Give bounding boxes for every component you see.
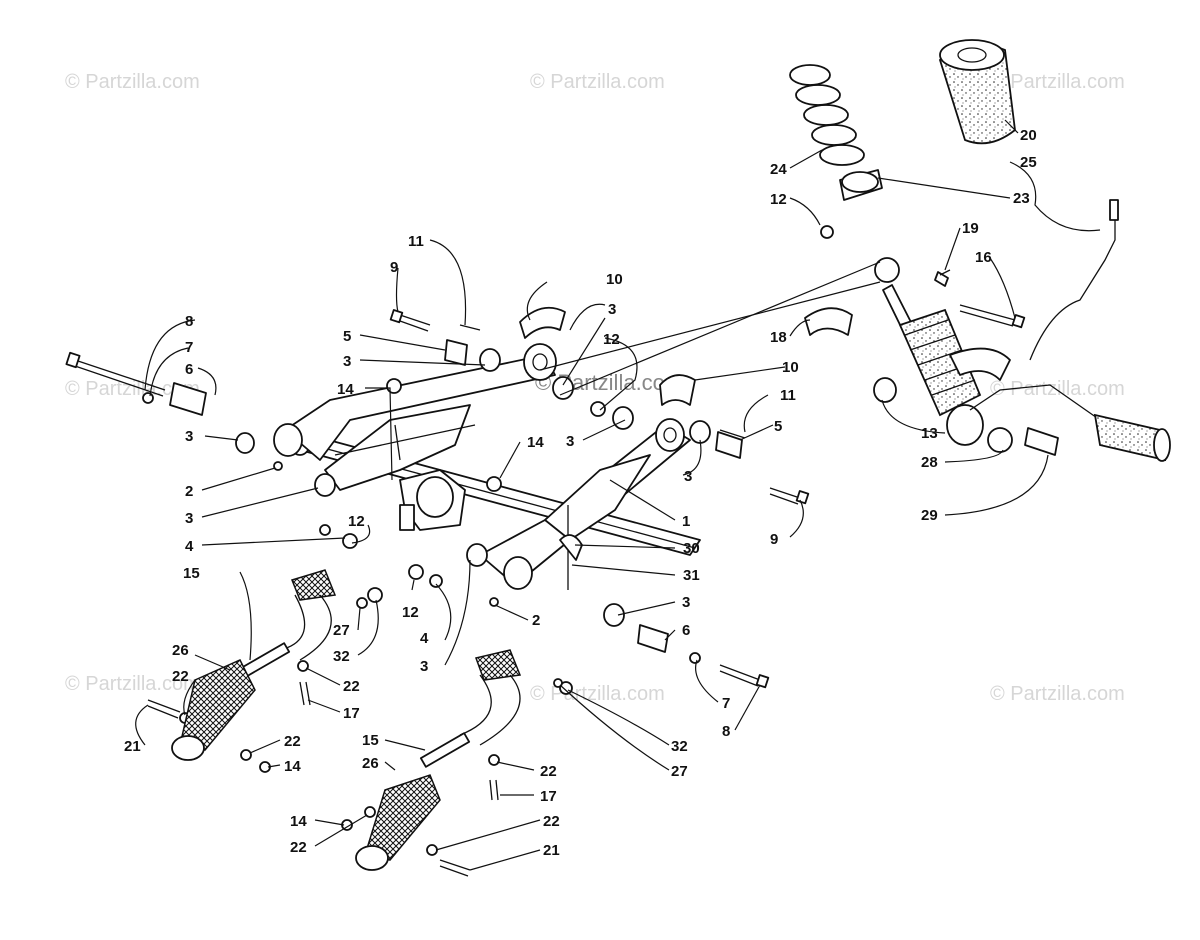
callout-22: 22 — [543, 813, 560, 830]
callout-32-right: 32 — [671, 738, 688, 755]
callout-26-left: 26 — [172, 642, 189, 659]
callout-17-lower: 17 — [540, 788, 557, 805]
watermark-text: © Partzilla.com — [65, 71, 200, 93]
callout-11-right: 11 — [780, 387, 796, 404]
callout-32-left: 32 — [333, 648, 350, 665]
callout-2-center: 2 — [532, 612, 540, 629]
callout-3: 3 — [343, 353, 351, 370]
shock-absorber-drawing — [804, 199, 1171, 462]
callout-30: 30 — [683, 540, 700, 557]
callout-4-center: 4 — [420, 630, 429, 647]
callout-12: 12 — [770, 191, 787, 208]
callout-25: 25 — [1020, 154, 1037, 171]
callout-9-upper: 9 — [390, 259, 398, 276]
center-bracket-drawing — [399, 469, 466, 531]
callout-21-lower: 21 — [543, 842, 560, 859]
callout-10-right: 10 — [782, 359, 799, 376]
caps-drawing — [519, 306, 696, 406]
watermark-text: © Partzilla.com — [530, 683, 665, 705]
watermark-text: © Partzilla.com — [990, 71, 1125, 93]
callout-31: 31 — [683, 567, 700, 584]
callout-5-right: 5 — [774, 418, 782, 435]
callout-7-left: 7 — [185, 339, 193, 356]
callout-7-right: 7 — [722, 695, 730, 712]
watermark-text: © Partzilla.com — [530, 71, 665, 93]
callout-11-upper: 11 — [408, 233, 424, 250]
callout-10-upper: 10 — [606, 271, 623, 288]
parts-artwork — [65, 39, 1171, 877]
callout-27-right: 27 — [671, 763, 688, 780]
callout-3: 3 — [608, 301, 616, 318]
callout-17-left: 17 — [343, 705, 360, 722]
callout-22: 22 — [172, 668, 189, 685]
callout-12: 12 — [402, 604, 419, 621]
callout-13: 13 — [921, 425, 938, 442]
callout-12: 12 — [348, 513, 365, 530]
left-arm-drawing — [273, 343, 557, 491]
leader-lines — [135, 119, 1101, 871]
callout-21-left: 21 — [124, 738, 141, 755]
callout-29: 29 — [921, 507, 938, 524]
callout-6-right: 6 — [682, 622, 690, 639]
callout-22: 22 — [284, 733, 301, 750]
callout-22: 22 — [343, 678, 360, 695]
callout-27-left: 27 — [333, 622, 350, 639]
callout-20: 20 — [1020, 127, 1037, 144]
callout-8-left: 8 — [185, 313, 193, 330]
callout-6-left: 6 — [185, 361, 193, 378]
callout-19: 19 — [962, 220, 979, 237]
callout-22: 22 — [290, 839, 307, 856]
bolts-drawing — [65, 304, 1026, 877]
footrests-drawing — [171, 569, 522, 871]
callout-8-right: 8 — [722, 723, 730, 740]
right-arm-drawing — [479, 418, 691, 590]
callout-3: 3 — [566, 433, 574, 450]
callout-3: 3 — [420, 658, 428, 675]
callout-9-right: 9 — [770, 531, 778, 548]
callout-14: 14 — [290, 813, 307, 830]
bushings-drawing — [169, 339, 1059, 653]
spring-drawing — [789, 64, 883, 201]
callout-28: 28 — [921, 454, 938, 471]
watermark-text: © Partzilla.com — [990, 683, 1125, 705]
callout-24: 24 — [770, 161, 787, 178]
watermark-text: © Partzilla.com — [65, 378, 200, 400]
callout-15-lower: 15 — [362, 732, 379, 749]
callout-14: 14 — [527, 434, 544, 451]
callout-16: 16 — [975, 249, 992, 266]
callout-3: 3 — [684, 468, 692, 485]
callout-26-lower: 26 — [362, 755, 379, 772]
callout-labels: 8 7 6 3 2 3 4 15 12 14 5 3 11 9 10 3 12 … — [124, 127, 1037, 859]
callout-23: 23 — [1013, 190, 1030, 207]
callout-14: 14 — [284, 758, 301, 775]
callout-4-left: 4 — [185, 538, 194, 555]
boot-drawing — [938, 39, 1016, 145]
callout-5-upper: 5 — [343, 328, 351, 345]
callout-22: 22 — [540, 763, 557, 780]
callout-3: 3 — [185, 510, 193, 527]
watermark-text: © Partzilla.com — [990, 378, 1125, 400]
callout-3: 3 — [185, 428, 193, 445]
callout-3: 3 — [682, 594, 690, 611]
callout-18: 18 — [770, 329, 787, 346]
callout-15-left: 15 — [183, 565, 200, 582]
callout-12: 12 — [603, 331, 620, 348]
watermark-text: © Partzilla.com — [65, 673, 200, 695]
callout-2-left: 2 — [185, 483, 193, 500]
callout-1: 1 — [682, 513, 690, 530]
callout-14: 14 — [337, 381, 354, 398]
